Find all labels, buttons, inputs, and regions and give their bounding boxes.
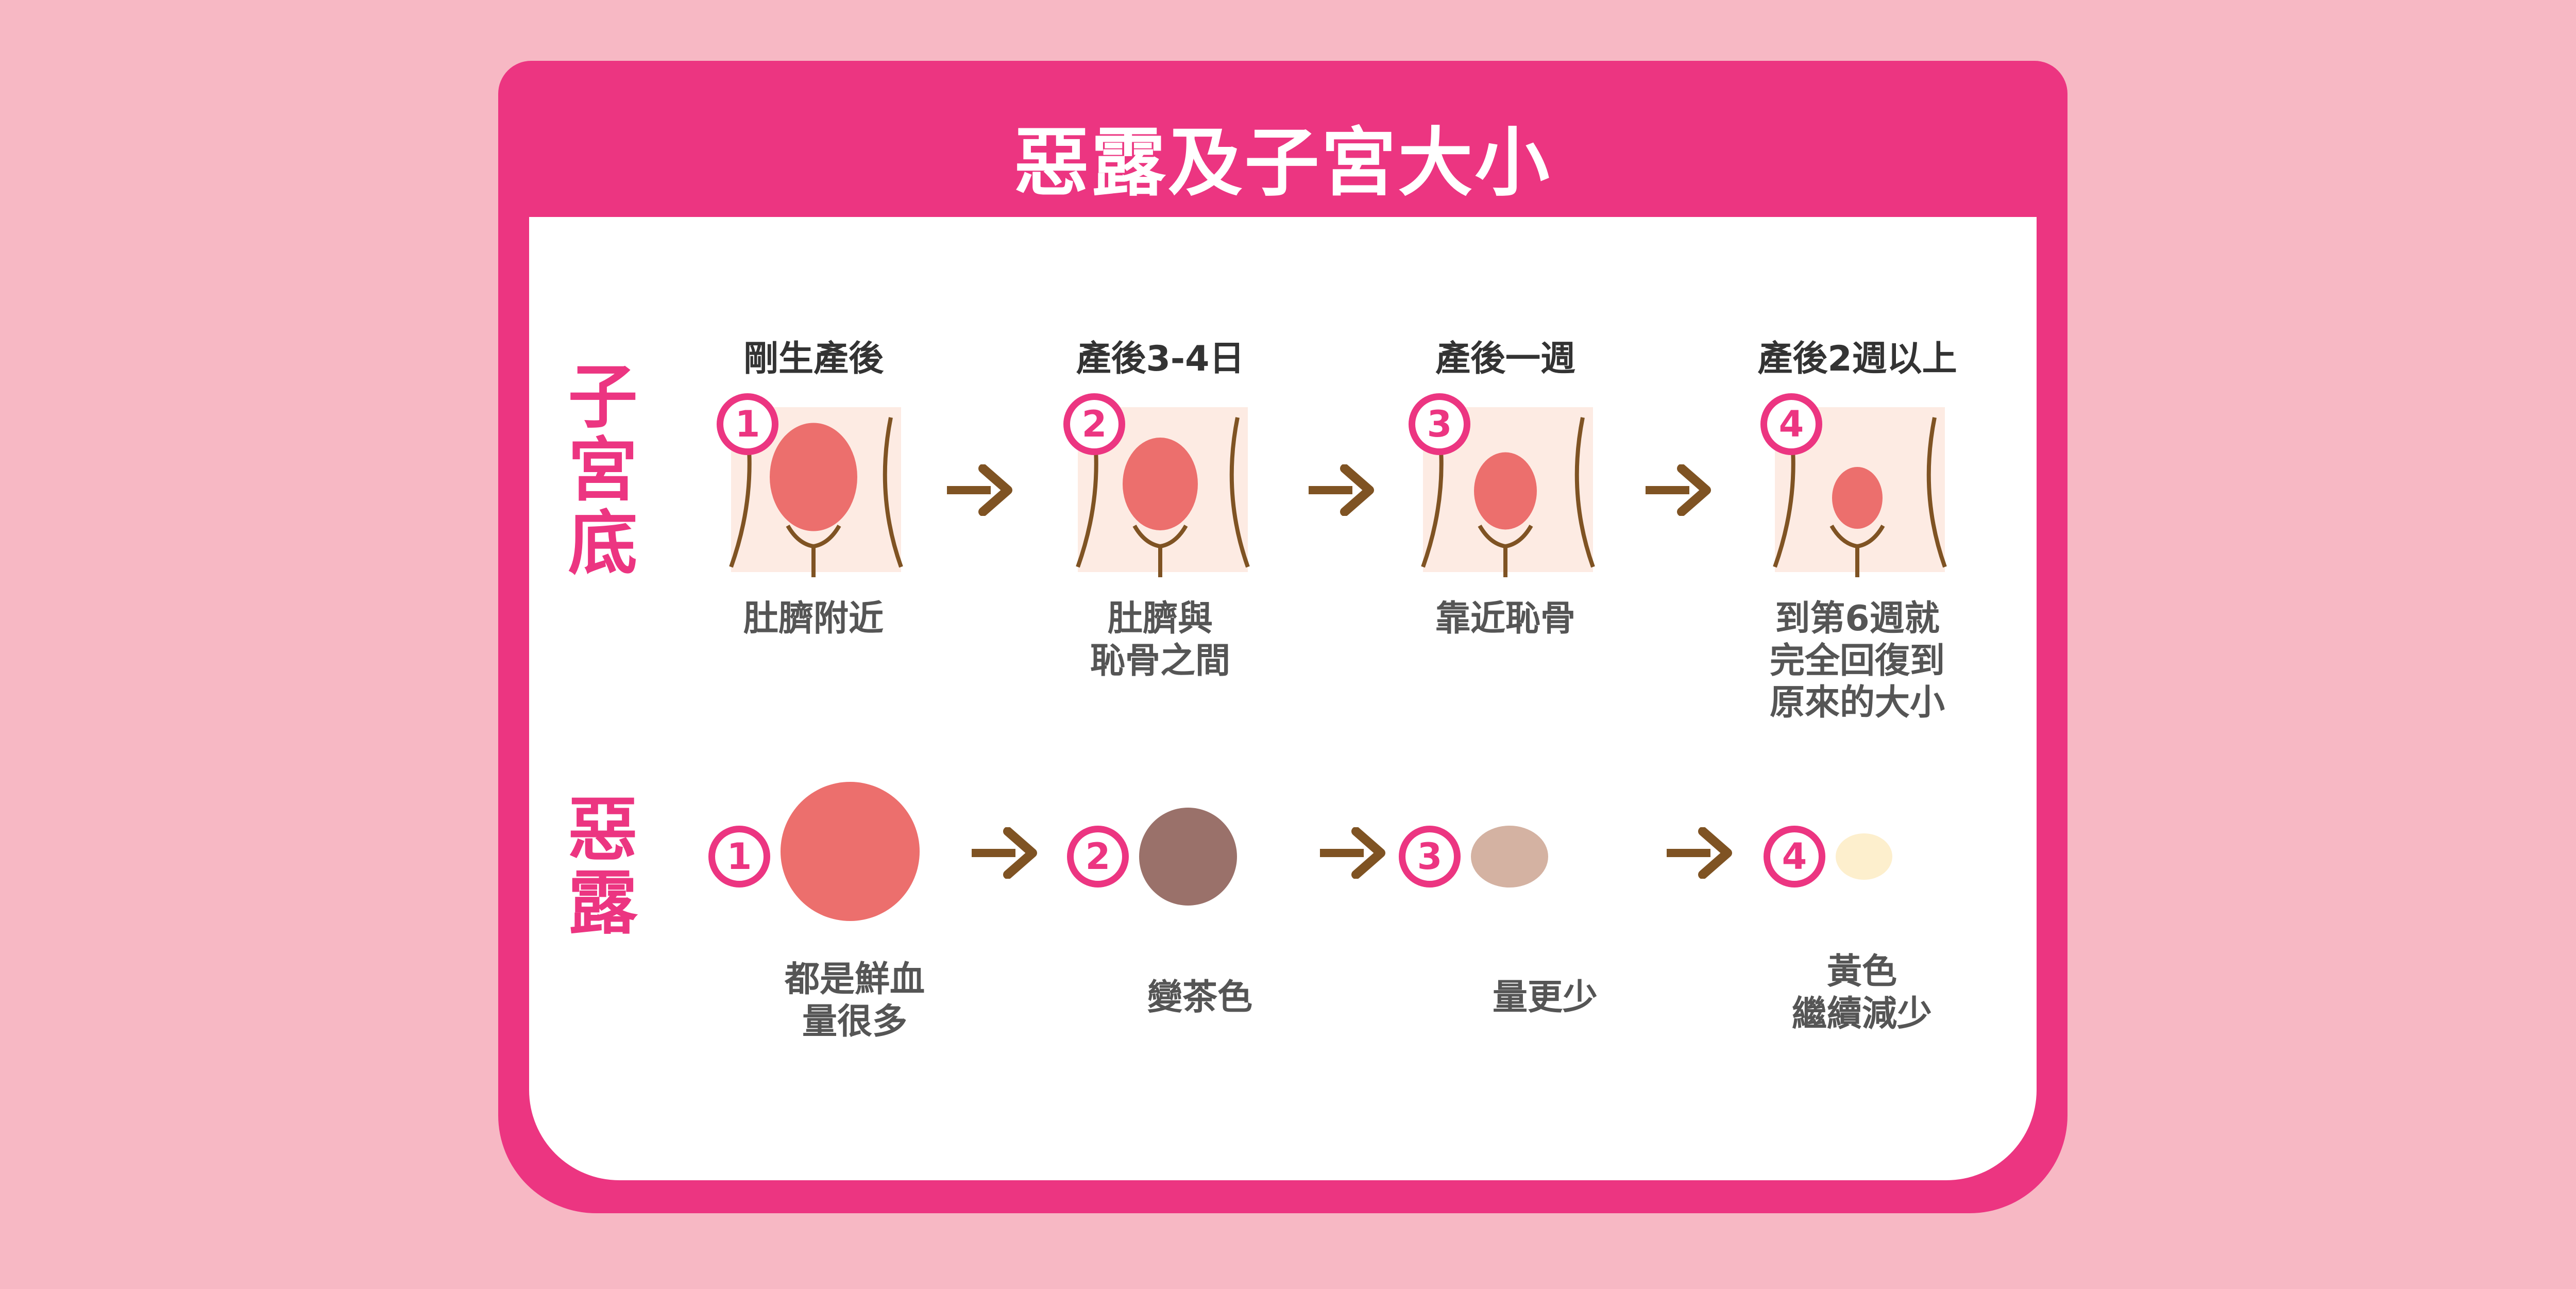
belly-illustration: [721, 402, 906, 577]
stage-caption: 肚臍附近: [659, 598, 968, 640]
caption-line: 都是鮮血: [784, 959, 925, 1000]
caption-line: 肚臍與: [1107, 598, 1213, 639]
belly-illustration: [1067, 402, 1253, 577]
infographic-card: 惡露及子宮大小: [498, 61, 2067, 1213]
section-label-uterus: 子宮底: [562, 361, 644, 580]
arrow-right-icon: [967, 827, 1039, 879]
stage-header: 剛生產後: [743, 339, 884, 379]
caption-line: 變茶色: [1147, 977, 1252, 1018]
step-number-badge: 1: [708, 826, 770, 888]
step-number-badge: 3: [1409, 393, 1470, 455]
stage-caption: 肚臍與恥骨之間: [1006, 598, 1315, 682]
caption-line: 靠近恥骨: [1435, 598, 1575, 639]
content-panel: [529, 217, 2037, 1180]
page-title: 惡露及子宮大小: [1014, 120, 1552, 207]
lochia-color-blob: [1471, 826, 1548, 888]
uterus-label-text: 子宮底: [568, 357, 638, 584]
caption-line: 原來的大小: [1769, 682, 1945, 724]
stage-header: 產後3-4日: [1076, 339, 1245, 379]
caption-line: 量很多: [802, 1001, 907, 1042]
stage-caption: 靠近恥骨: [1351, 598, 1660, 640]
stage-caption: 都是鮮血量很多: [700, 959, 1009, 1043]
belly-illustration: [1765, 402, 1950, 577]
arrow-right-icon: [1662, 827, 1734, 879]
stage-caption: 量更少: [1391, 977, 1700, 1019]
stage-caption: 黃色繼續減少: [1707, 951, 2016, 1035]
arrow-right-icon: [1315, 827, 1387, 879]
step-number-badge: 3: [1399, 826, 1461, 888]
step-number-badge: 4: [1764, 826, 1825, 888]
arrow-right-icon: [1640, 464, 1713, 516]
arrow-right-icon: [1303, 464, 1376, 516]
step-number-badge: 2: [1067, 826, 1129, 888]
stage-caption: 到第6週就完全回復到原來的大小: [1703, 598, 2012, 724]
caption-line: 黃色: [1826, 951, 1897, 992]
step-number-badge: 2: [1063, 393, 1125, 455]
stage-caption: 變茶色: [1045, 977, 1354, 1019]
stage-header: 產後一週: [1435, 339, 1575, 379]
caption-line: 肚臍附近: [743, 598, 884, 639]
arrow-right-icon: [942, 464, 1014, 516]
caption-line: 到第6週就: [1775, 598, 1940, 639]
caption-line: 完全回復到: [1769, 640, 1945, 681]
section-label-lochia: 惡露: [562, 794, 644, 940]
step-number-badge: 1: [717, 393, 778, 455]
lochia-color-blob: [781, 782, 920, 921]
lochia-color-blob: [1139, 808, 1237, 906]
lochia-label-text: 惡露: [568, 790, 638, 944]
caption-line: 量更少: [1492, 977, 1598, 1018]
caption-line: 繼續減少: [1791, 993, 1932, 1034]
lochia-color-blob: [1836, 833, 1892, 880]
stage-header: 產後2週以上: [1757, 339, 1957, 379]
caption-line: 恥骨之間: [1090, 640, 1230, 681]
step-number-badge: 4: [1760, 393, 1822, 455]
